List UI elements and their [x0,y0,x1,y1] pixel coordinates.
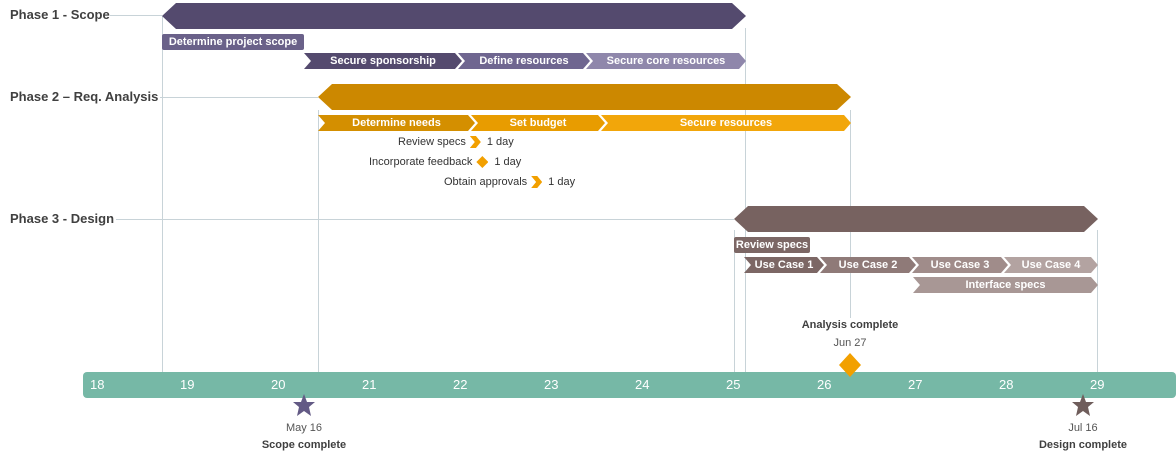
phase2-connector [160,97,318,98]
mini-task-label: Review specs [398,136,466,148]
axis-tick: 22 [453,377,468,392]
guide-line-phase3-start [734,230,735,372]
mini-task-review-specs[interactable]: Review specs 1 day [398,136,514,148]
star-icon[interactable] [292,393,316,417]
design-milestone-date: Jul 16 [1068,422,1098,434]
task-use-case-3[interactable]: Use Case 3 [912,257,1008,273]
phase1-connector [110,15,162,16]
phase3-label: Phase 3 - Design [10,211,115,226]
design-milestone-title: Design complete [1038,439,1128,451]
mini-task-duration: 1 day [494,156,522,168]
axis-tick: 19 [180,377,195,392]
mini-task-duration: 1 day [548,176,576,188]
analysis-milestone-title: Analysis complete [801,319,899,331]
phase3-connector [116,219,734,220]
analysis-milestone-date: Jun 27 [833,337,867,349]
task-define-resources[interactable]: Define resources [458,53,590,69]
task-use-case-2[interactable]: Use Case 2 [820,257,916,273]
axis-tick: 24 [635,377,650,392]
phase2-arrow[interactable] [318,84,851,110]
axis-tick: 20 [271,377,286,392]
axis-tick: 18 [90,377,105,392]
task-determine-needs[interactable]: Determine needs [318,115,475,131]
guide-line-phase1-end [745,28,746,372]
chevron-icon [469,136,481,148]
task-set-budget[interactable]: Set budget [471,115,605,131]
axis-ticks: 18 19 20 21 22 23 24 25 26 27 28 29 [83,372,1176,398]
scope-milestone-date: May 16 [285,422,323,434]
task-secure-sponsorship[interactable]: Secure sponsorship [304,53,462,69]
scope-milestone-title: Scope complete [261,439,347,451]
mini-task-incorporate-feedback[interactable]: Incorporate feedback 1 day [369,156,521,168]
task-interface-specs[interactable]: Interface specs [913,277,1098,293]
task-use-case-1[interactable]: Use Case 1 [744,257,824,273]
mini-task-label: Obtain approvals [444,176,528,188]
diamond-icon [476,156,489,168]
guide-line-phase1-start [162,16,163,372]
phase1-label: Phase 1 - Scope [10,7,110,22]
guide-line-phase3-end [1097,230,1098,372]
phase3-arrow[interactable] [734,206,1098,232]
mini-task-obtain-approvals[interactable]: Obtain approvals 1 day [444,176,575,188]
task-secure-core-resources[interactable]: Secure core resources [586,53,746,69]
mini-task-label: Incorporate feedback [369,156,473,168]
task-secure-resources[interactable]: Secure resources [601,115,851,131]
phase2-label: Phase 2 – Req. Analysis [10,89,159,104]
mini-task-duration: 1 day [486,136,514,148]
axis-tick: 23 [544,377,559,392]
axis-tick: 29 [1090,377,1105,392]
chevron-icon [531,176,543,188]
phase1-arrow[interactable] [162,3,746,29]
axis-tick: 26 [817,377,832,392]
axis-tick: 27 [908,377,923,392]
axis-tick: 28 [999,377,1014,392]
star-icon[interactable] [1071,393,1095,417]
task-use-case-4[interactable]: Use Case 4 [1004,257,1098,273]
axis-tick: 25 [726,377,741,392]
task-determine-project-scope[interactable]: Determine project scope [162,34,304,50]
task-review-specs[interactable]: Review specs [734,237,810,253]
timeline-axis [83,372,1176,398]
axis-tick: 21 [362,377,377,392]
diamond-icon[interactable] [839,353,861,377]
guide-line-phase2-start [318,110,319,372]
